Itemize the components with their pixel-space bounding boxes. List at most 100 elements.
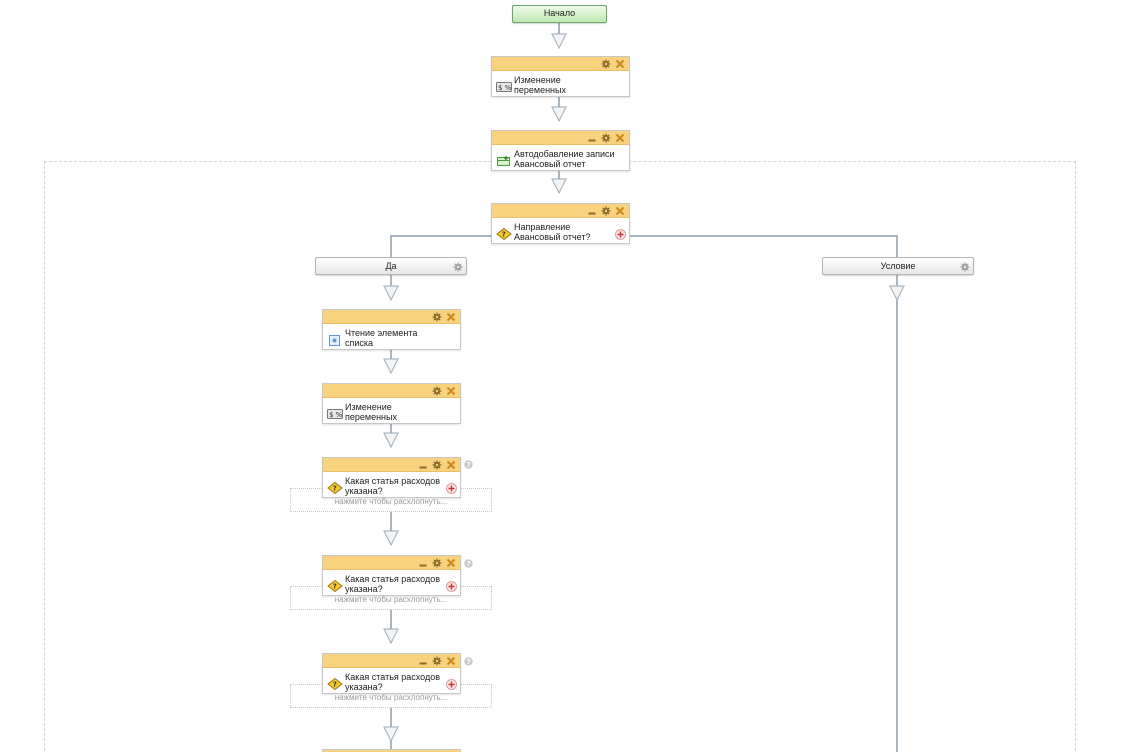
gear-icon[interactable] [432, 386, 442, 396]
card-header [323, 654, 460, 668]
branch-connector [629, 235, 898, 237]
read-item-icon [327, 334, 343, 346]
connector [896, 300, 898, 752]
activity-card-expense-condition[interactable]: ? Какая статья расходов указана? [322, 457, 461, 498]
card-header [492, 204, 629, 218]
condition-icon: ? [327, 677, 343, 691]
branch-label: Да [385, 261, 397, 271]
gear-icon[interactable] [601, 206, 611, 216]
svg-text:?: ? [333, 485, 337, 493]
close-icon[interactable] [446, 312, 456, 322]
expand-text: нажмите чтобы расхлопнуть... [334, 497, 448, 506]
condition-icon: ? [496, 227, 512, 241]
branch-header-yes[interactable]: Да [315, 257, 467, 275]
activity-card-condition-direction[interactable]: ? Направление Авансовый отчет? [491, 203, 630, 244]
minimize-icon[interactable] [418, 656, 428, 666]
card-header [323, 556, 460, 570]
gear-icon[interactable] [960, 261, 970, 272]
arrow-down-icon [383, 285, 399, 301]
start-node[interactable]: Начало [512, 5, 607, 23]
connector [558, 22, 560, 36]
close-icon[interactable] [446, 558, 456, 568]
add-branch-icon[interactable] [446, 581, 457, 592]
connector [390, 708, 392, 728]
svg-text:?: ? [467, 658, 471, 666]
card-header [323, 310, 460, 324]
arrow-down-icon [383, 628, 399, 644]
card-header [492, 57, 629, 71]
activity-card-read-list-item[interactable]: Чтение элемента списка [322, 309, 461, 350]
minimize-icon[interactable] [418, 460, 428, 470]
connector [390, 349, 392, 359]
variables-icon: $ % [496, 81, 512, 93]
arrow-down-icon [889, 285, 905, 301]
activity-card-change-variables[interactable]: $ % Изменение переменных [491, 56, 630, 97]
variables-icon: $ % [327, 408, 343, 420]
connector [390, 610, 392, 630]
add-branch-icon[interactable] [446, 679, 457, 690]
connector [390, 740, 392, 752]
connector [558, 170, 560, 180]
connector [390, 274, 392, 286]
gear-icon[interactable] [601, 133, 611, 143]
connector [896, 274, 898, 286]
activity-card-partial[interactable] [322, 749, 461, 752]
activity-card-expense-condition[interactable]: ? Какая статья расходов указана? [322, 555, 461, 596]
arrow-down-icon [383, 726, 399, 742]
card-title: Направление Авансовый отчет? [514, 222, 591, 242]
card-title: Изменение переменных [345, 402, 397, 422]
minimize-icon[interactable] [418, 558, 428, 568]
arrow-down-icon [383, 432, 399, 448]
connector [558, 96, 560, 108]
connector [896, 235, 898, 257]
condition-container [44, 161, 1076, 752]
gear-icon[interactable] [601, 59, 611, 69]
close-icon[interactable] [615, 133, 625, 143]
close-icon[interactable] [446, 656, 456, 666]
branch-connector [390, 235, 492, 237]
svg-text:?: ? [467, 461, 471, 469]
card-title: Какая статья расходов указана? [345, 672, 441, 692]
card-header [323, 750, 460, 752]
card-title: Какая статья расходов указана? [345, 476, 441, 496]
help-icon[interactable]: ? [464, 559, 473, 568]
add-branch-icon[interactable] [446, 483, 457, 494]
activity-card-change-variables[interactable]: $ % Изменение переменных [322, 383, 461, 424]
activity-card-expense-condition[interactable]: ? Какая статья расходов указана? [322, 653, 461, 694]
condition-icon: ? [327, 481, 343, 495]
condition-icon: ? [327, 579, 343, 593]
card-header [492, 131, 629, 145]
activity-card-auto-add-record[interactable]: Автодобавление записи Авансовый отчет [491, 130, 630, 171]
gear-icon[interactable] [432, 460, 442, 470]
expand-text: нажмите чтобы расхлопнуть... [334, 595, 448, 604]
close-icon[interactable] [446, 460, 456, 470]
gear-icon[interactable] [432, 558, 442, 568]
gear-icon[interactable] [432, 656, 442, 666]
close-icon[interactable] [615, 59, 625, 69]
arrow-down-icon [383, 358, 399, 374]
gear-icon[interactable] [453, 261, 463, 272]
arrow-down-icon [383, 530, 399, 546]
branch-label: Условие [880, 261, 916, 271]
minimize-icon[interactable] [587, 133, 597, 143]
close-icon[interactable] [615, 206, 625, 216]
card-header [323, 384, 460, 398]
gear-icon[interactable] [432, 312, 442, 322]
card-title: Автодобавление записи Авансовый отчет [514, 149, 615, 169]
svg-text:?: ? [502, 231, 506, 239]
close-icon[interactable] [446, 386, 456, 396]
card-title: Какая статья расходов указана? [345, 574, 441, 594]
branch-header-condition[interactable]: Условие [822, 257, 974, 275]
help-icon[interactable]: ? [464, 460, 473, 469]
arrow-down-icon [551, 178, 567, 194]
svg-text:?: ? [333, 583, 337, 591]
minimize-icon[interactable] [587, 206, 597, 216]
add-branch-icon[interactable] [615, 229, 626, 240]
add-record-icon [496, 155, 512, 167]
svg-text:$ %: $ % [498, 84, 512, 92]
connector [390, 511, 392, 531]
svg-text:$ %: $ % [329, 411, 343, 419]
card-title: Изменение переменных [514, 75, 566, 95]
help-icon[interactable]: ? [464, 657, 473, 666]
